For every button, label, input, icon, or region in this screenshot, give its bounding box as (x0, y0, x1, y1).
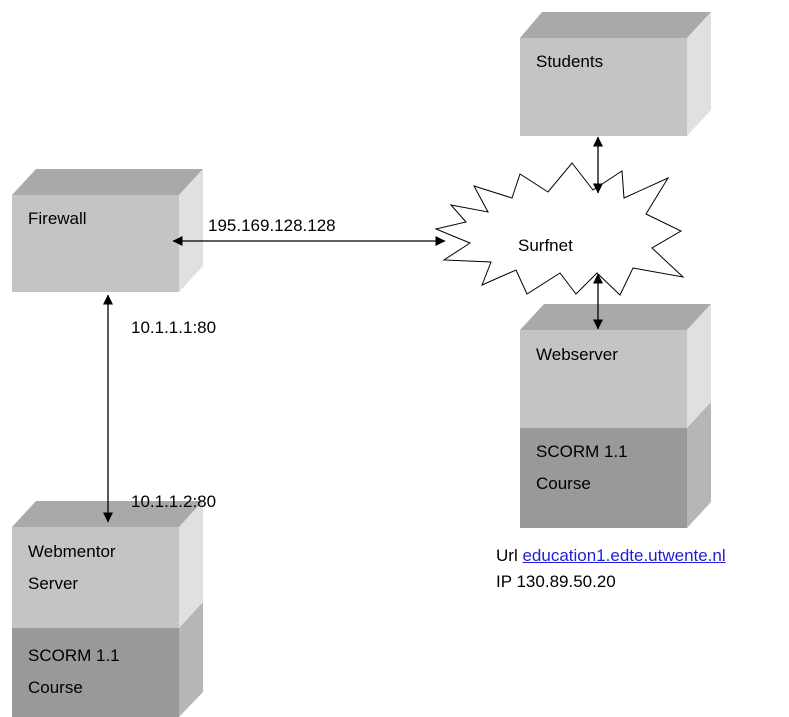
url-prefix: Url (496, 546, 518, 565)
webserver-url-line: Url education1.edte.utwente.nl (496, 545, 726, 567)
firewall-label: Firewall (28, 209, 87, 228)
webmentor-box (12, 501, 203, 717)
firewall-box (12, 169, 203, 292)
surfnet-label: Surfnet (518, 236, 573, 255)
webserver-url-link[interactable]: education1.edte.utwente.nl (522, 546, 726, 565)
webserver-ip-label: IP 130.89.50.20 (496, 572, 616, 591)
firewall-port-label: 10.1.1.1:80 (131, 318, 217, 337)
firewall-surfnet-ip-label: 195.169.128.128 (208, 216, 336, 235)
students-box (520, 12, 711, 136)
students-label: Students (536, 52, 604, 71)
webserver-course-label: SCORM 1.1 Course (536, 442, 628, 493)
surfnet-cloud (434, 162, 685, 296)
webmentor-course-label: SCORM 1.1 Course (28, 646, 120, 697)
webserver-label: Webserver (536, 345, 618, 364)
webmentor-label: Webmentor Server (28, 542, 116, 593)
webserver-box (520, 304, 711, 528)
webmentor-port-label: 10.1.1.2:80 (131, 492, 217, 511)
